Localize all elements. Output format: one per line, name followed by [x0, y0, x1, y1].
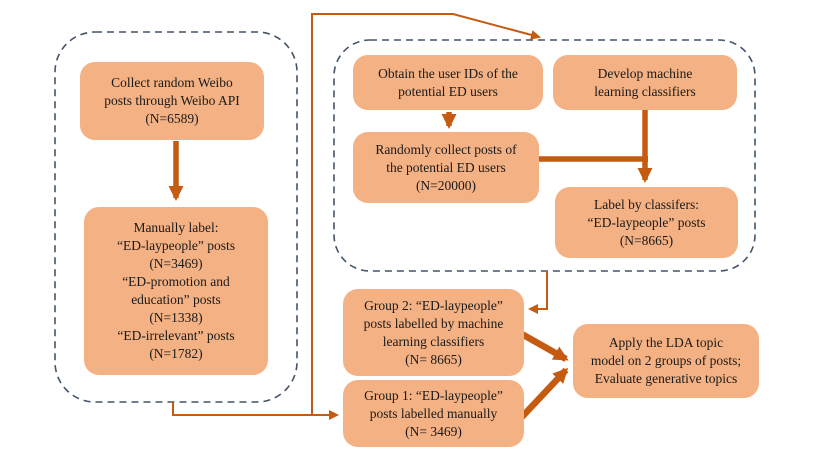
ml-pipeline-container: [333, 39, 756, 272]
flow-box-label-by-classifiers: Label by classifers: “ED-laypeople” post…: [555, 187, 738, 258]
flow-box-randomly-collect-posts: Randomly collect posts of the potential …: [353, 132, 539, 203]
connector-manual-to-group1-arrow: [172, 402, 339, 420]
flow-box-develop-classifiers: Develop machine learning classifiers: [553, 55, 737, 110]
connector-manual-to-ml-pipeline-arrow: [311, 13, 541, 415]
arrow-group2-to-lda: [518, 330, 569, 362]
arrow-group1-to-lda: [517, 367, 569, 422]
flow-box-collect-weibo-posts: Collect random Weibo posts through Weibo…: [80, 62, 264, 140]
flow-box-group2: Group 2: “ED-laypeople” posts labelled b…: [343, 289, 524, 376]
flow-box-lda-topic-model: Apply the LDA topic model on 2 groups of…: [573, 324, 759, 398]
flow-box-manually-label: Manually label: “ED-laypeople” posts (N=…: [84, 207, 268, 375]
connector-ml-pipeline-to-group2-arrow: [528, 271, 548, 314]
flow-box-group1: Group 1: “ED-laypeople” posts labelled m…: [343, 380, 524, 447]
flow-box-obtain-user-ids: Obtain the user IDs of the potential ED …: [353, 55, 543, 110]
